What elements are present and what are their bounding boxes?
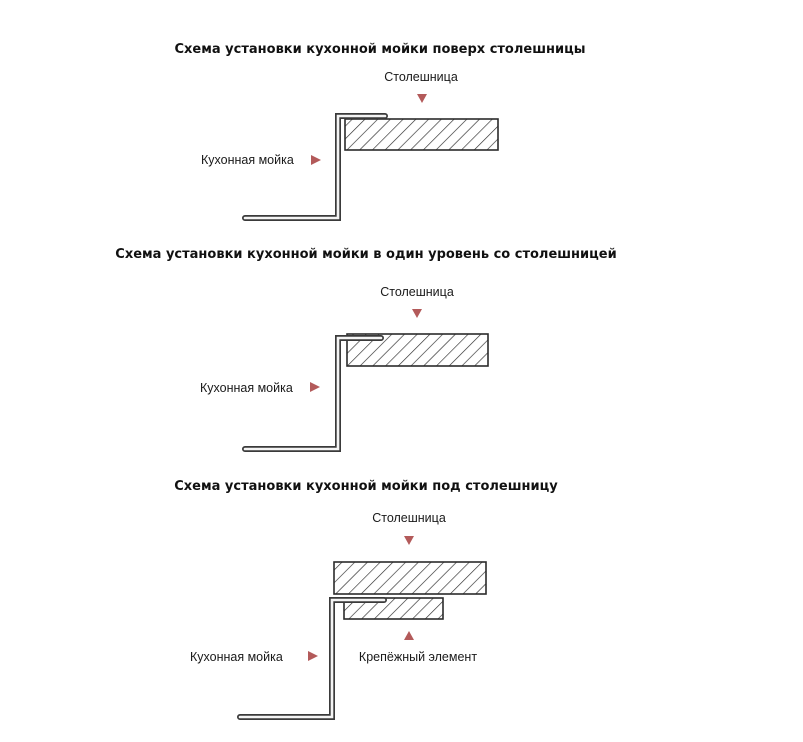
diagram3-countertop-label: Столешница (372, 511, 446, 525)
diagram1-title: Схема установки кухонной мойки поверх ст… (175, 42, 586, 57)
diagram1-sink (242, 113, 388, 221)
diagram1-countertop-arrow (417, 94, 427, 103)
diagram3-sink (237, 597, 387, 720)
diagram2-sink-arrow (310, 382, 320, 392)
diagram3-fastener-label: Крепёжный элемент (359, 650, 477, 664)
diagram-over-countertop: Схема установки кухонной мойки поверх ст… (175, 42, 586, 221)
diagram3-fastener-arrow (404, 631, 414, 640)
diagram3-countertop-arrow (404, 536, 414, 545)
diagram2-sink (242, 335, 384, 452)
diagram3-countertop (333, 561, 487, 595)
diagram2-countertop-arrow (412, 309, 422, 318)
diagram3-sink-arrow (308, 651, 318, 661)
diagram2-sink-label: Кухонная мойка (200, 381, 293, 395)
diagram3-title: Схема установки кухонной мойки под столе… (174, 479, 558, 494)
diagram2-title: Схема установки кухонной мойки в один ур… (115, 247, 616, 262)
diagram1-sink-label: Кухонная мойка (201, 153, 294, 167)
diagram1-countertop (344, 118, 499, 151)
diagram1-countertop-label: Столешница (384, 70, 458, 84)
diagram3-fastener (343, 597, 444, 620)
diagram-under-countertop: Схема установки кухонной мойки под столе… (174, 479, 558, 720)
diagram3-sink-label: Кухонная мойка (190, 650, 283, 664)
diagram2-countertop-label: Столешница (380, 285, 454, 299)
diagram-flush-countertop: Схема установки кухонной мойки в один ур… (115, 247, 617, 452)
diagram1-sink-arrow (311, 155, 321, 165)
